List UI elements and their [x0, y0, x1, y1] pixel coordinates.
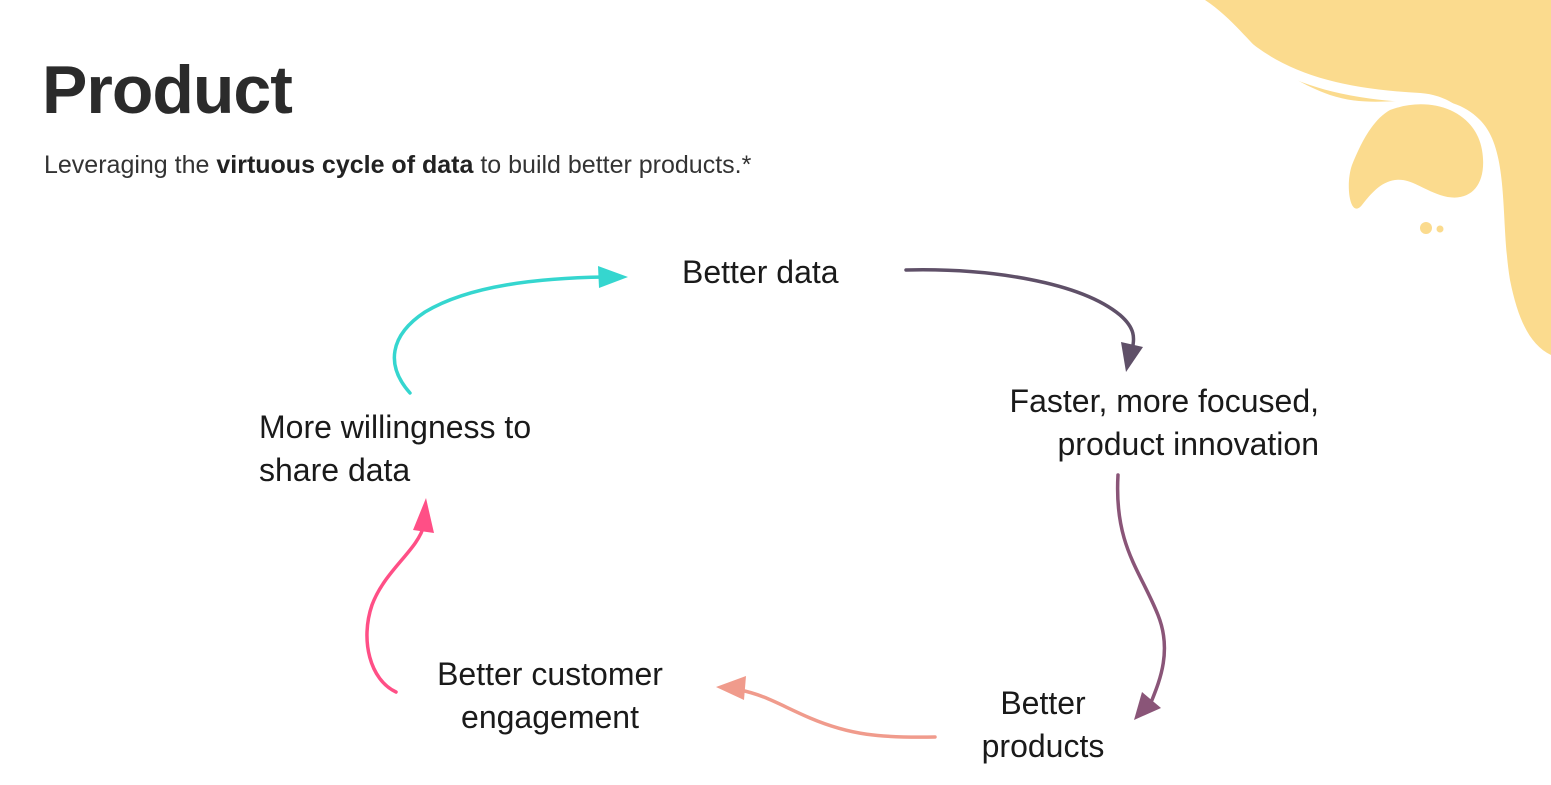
subtitle-emphasis: virtuous cycle of data	[216, 151, 474, 179]
arrow-willingness-to-better-data	[392, 266, 628, 395]
node-better-data: Better data	[682, 251, 839, 294]
node-label-line: share data	[259, 452, 411, 488]
node-label-line: Better data	[682, 254, 839, 290]
yellow-dot	[1420, 222, 1432, 234]
node-customer-engagement: Better customer engagement	[422, 653, 678, 739]
node-label-line: engagement	[461, 699, 639, 735]
subtitle-tail: to build better products.*	[473, 151, 752, 179]
node-better-products: Better products	[972, 682, 1114, 768]
yellow-dot	[1436, 225, 1444, 233]
page-title: Product	[42, 52, 293, 128]
subtitle-lead: Leveraging the	[44, 151, 217, 179]
node-share-willingness: More willingness to share data	[259, 406, 531, 492]
node-label-line: Better	[1000, 685, 1086, 721]
arrow-engagement-to-willingness	[365, 498, 434, 694]
node-label-line: More willingness to	[259, 409, 532, 445]
node-label-line: Faster, more focused,	[1009, 383, 1319, 419]
blob-gap	[1235, 35, 1500, 215]
arrow-products-to-engagement	[716, 676, 937, 739]
node-product-innovation: Faster, more focused, product innovation	[1010, 380, 1319, 466]
subtitle: Leveraging the virtuous cycle of data to…	[44, 151, 751, 180]
node-label-line: product innovation	[1057, 426, 1319, 462]
arrow-innovation-to-products	[1115, 473, 1167, 720]
node-label-line: products	[981, 728, 1105, 764]
arrow-better-data-to-innovation	[904, 268, 1143, 372]
yellow-small-blob	[1348, 104, 1484, 209]
node-label-line: Better customer	[437, 656, 663, 692]
yellow-blob-shape	[1205, 0, 1551, 355]
